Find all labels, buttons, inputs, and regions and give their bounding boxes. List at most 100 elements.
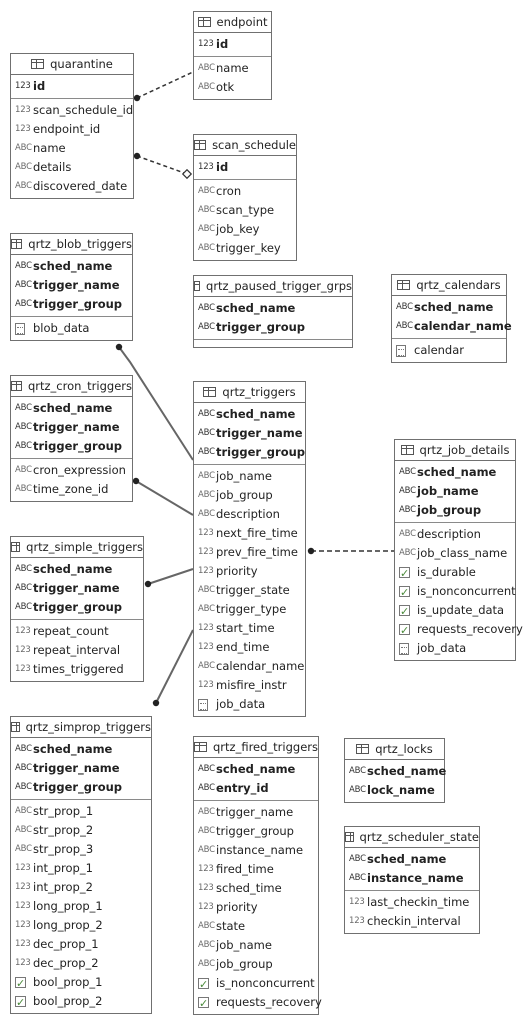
table-header[interactable]: qrtz_blob_triggers [11, 234, 132, 255]
table-header[interactable]: qrtz_locks [345, 739, 444, 760]
table-header[interactable]: qrtz_simple_triggers [11, 537, 143, 558]
table-header[interactable]: scan_schedule [194, 135, 296, 156]
column-row[interactable]: blob_data [11, 319, 132, 338]
table-header[interactable]: qrtz_calendars [392, 275, 506, 296]
column-row[interactable]: requests_recovery [194, 993, 322, 1013]
table-header[interactable]: qrtz_job_details [395, 440, 515, 461]
table-header[interactable]: qrtz_scheduler_state [345, 827, 479, 848]
column-row[interactable]: job_data [395, 639, 515, 658]
column-row[interactable]: is_nonconcurrent [395, 582, 516, 602]
column-row[interactable]: is_update_data [395, 601, 515, 621]
column-row[interactable]: requests_recovery [395, 620, 523, 640]
table-header[interactable]: endpoint [194, 12, 271, 33]
table-header[interactable]: qrtz_triggers [194, 382, 305, 403]
table-header[interactable]: qrtz_cron_triggers [11, 376, 132, 397]
column-row[interactable]: bool_prop_1 [11, 973, 151, 993]
column-row[interactable]: calendar [392, 341, 506, 360]
column-row[interactable]: is_durable [395, 563, 515, 583]
column-row[interactable]: is_nonconcurrent [194, 974, 318, 994]
table-header[interactable]: quarantine [11, 54, 133, 75]
table-header[interactable]: qrtz_fired_triggers [194, 737, 318, 758]
